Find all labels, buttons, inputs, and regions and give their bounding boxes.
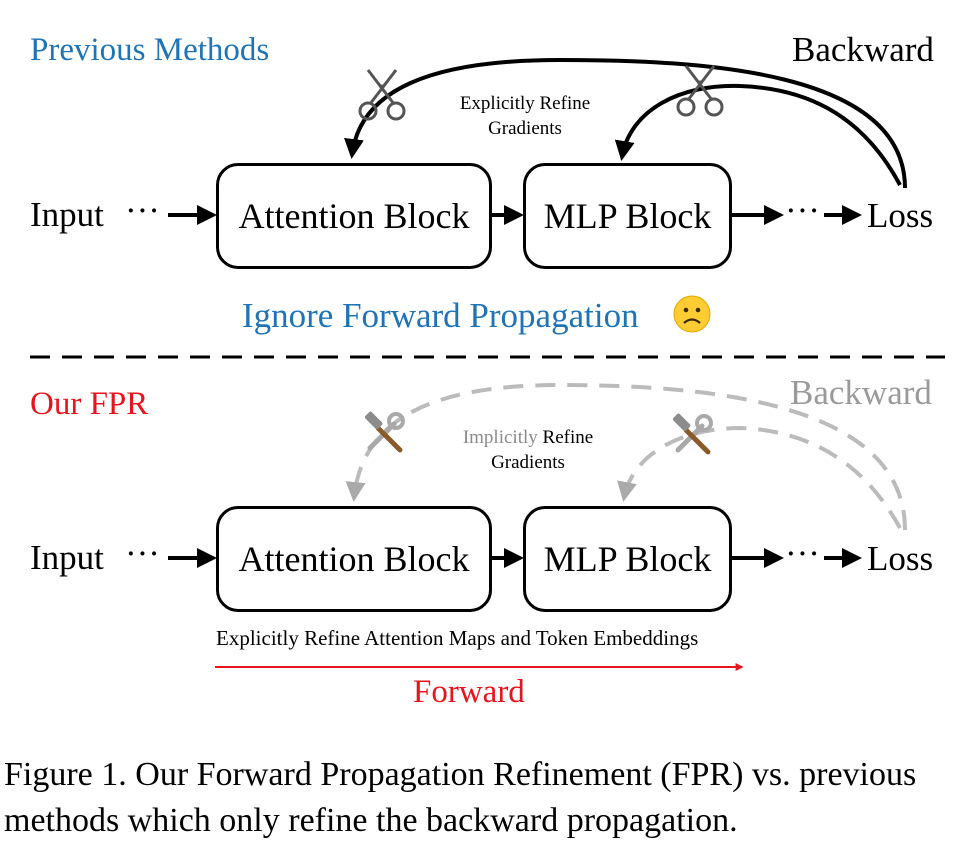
mlp-block-bottom: MLP Block <box>523 506 732 612</box>
backward-label-top: Backward <box>792 30 934 69</box>
note-line-1-bottom: Implicitly Refine <box>440 426 616 451</box>
dots-left-top: ··· <box>125 191 160 230</box>
scissors-icon <box>358 69 406 121</box>
mlp-block-top: MLP Block <box>523 163 732 269</box>
mlp-block-label-bottom: MLP Block <box>543 539 712 579</box>
attention-block-top: Attention Block <box>216 163 492 269</box>
backward-curve-inner-bottom <box>617 425 902 529</box>
dots-right-bottom: ··· <box>785 534 820 573</box>
figure-caption: Figure 1. Our Forward Propagation Refine… <box>4 756 917 839</box>
backward-curve-inner-top <box>614 83 902 186</box>
attention-block-label: Attention Block <box>238 196 470 236</box>
note-word-implicitly: Implicitly <box>462 427 538 448</box>
loss-label-top: Loss <box>867 196 934 235</box>
our-fpr-title: Our FPR <box>30 386 149 422</box>
implicit-refine-gradients-note: Implicitly Refine Gradients <box>440 426 616 475</box>
input-label-bottom: Input <box>30 538 104 577</box>
explicit-refine-embeddings-text: Explicitly Refine Attention Maps and Tok… <box>216 626 699 650</box>
attention-block-bottom: Attention Block <box>216 506 492 612</box>
input-label-top: Input <box>30 195 104 234</box>
scissors-icon <box>676 65 724 117</box>
tools-icon <box>364 411 405 453</box>
note-line-2-bottom: Gradients <box>491 451 565 473</box>
sad-face-icon <box>673 295 711 333</box>
tools-icon <box>672 413 713 455</box>
dots-left-bottom: ··· <box>125 534 160 573</box>
forward-label: Forward <box>413 674 525 710</box>
explicit-refine-gradients-note: Explicitly Refine Gradients <box>440 92 610 141</box>
loss-label-bottom: Loss <box>867 539 934 578</box>
backward-curve-outer-top <box>344 57 907 189</box>
attention-block-label-bottom: Attention Block <box>238 539 470 579</box>
previous-methods-title: Previous Methods <box>30 32 270 68</box>
mlp-block-label: MLP Block <box>543 196 712 236</box>
ignore-forward-text: Ignore Forward Propagation <box>242 296 639 335</box>
note-word-refine: Refine <box>542 427 594 448</box>
backward-label-bottom: Backward <box>790 373 932 412</box>
note-line-2: Gradients <box>488 117 562 139</box>
dots-right-top: ··· <box>785 191 820 230</box>
note-line-1: Explicitly Refine <box>459 93 591 114</box>
